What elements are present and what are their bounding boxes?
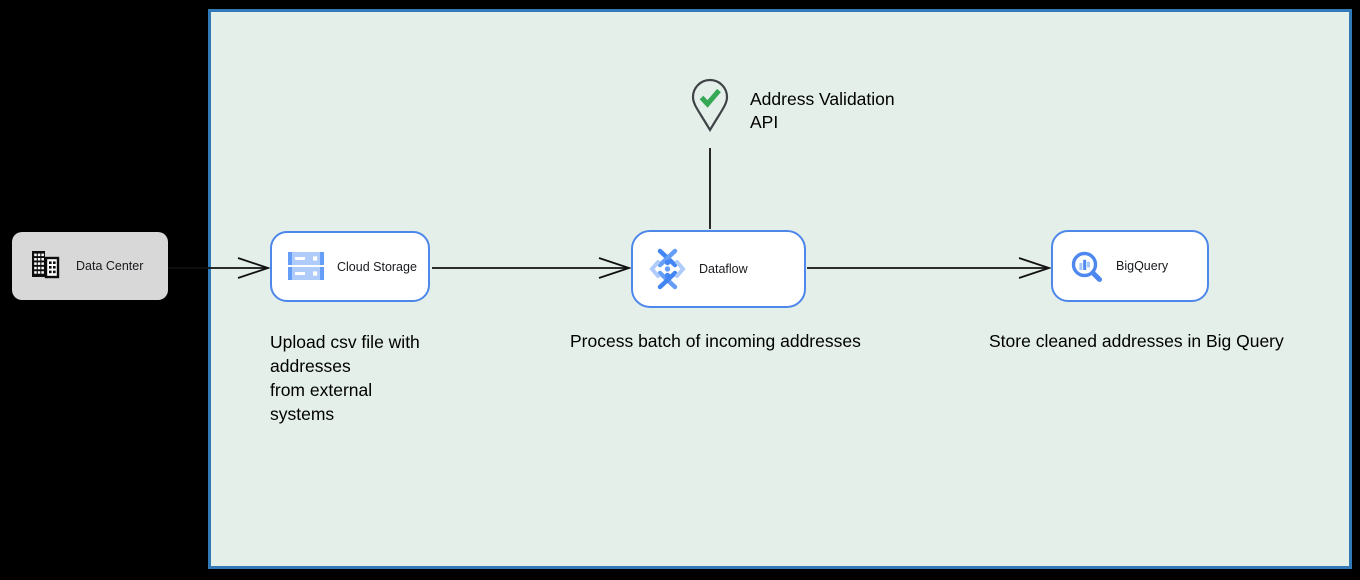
dataflow-icon — [648, 247, 686, 291]
caption-bigquery: Store cleaned addresses in Big Query — [989, 331, 1284, 351]
node-label: Cloud Storage — [337, 259, 417, 274]
bigquery-icon — [1069, 249, 1103, 283]
node-label: BigQuery — [1116, 259, 1169, 273]
node-bigquery[interactable]: BigQuery — [1051, 230, 1209, 302]
caption-dataflow: Process batch of incoming addresses — [570, 331, 861, 351]
node-data-center[interactable]: Data Center — [12, 232, 168, 300]
caption-cloud-storage: Upload csv file with addresses from exte… — [270, 332, 420, 424]
cloud-storage-icon — [288, 250, 324, 283]
building-icon — [29, 249, 61, 284]
node-dataflow[interactable]: Dataflow — [631, 230, 806, 308]
map-pin-check-icon[interactable] — [689, 78, 731, 134]
node-label: Data Center — [76, 259, 144, 273]
node-label: Dataflow — [699, 262, 748, 276]
address-validation-api-label: Address Validation API — [750, 89, 895, 132]
node-cloud-storage[interactable]: Cloud Storage — [270, 231, 430, 302]
